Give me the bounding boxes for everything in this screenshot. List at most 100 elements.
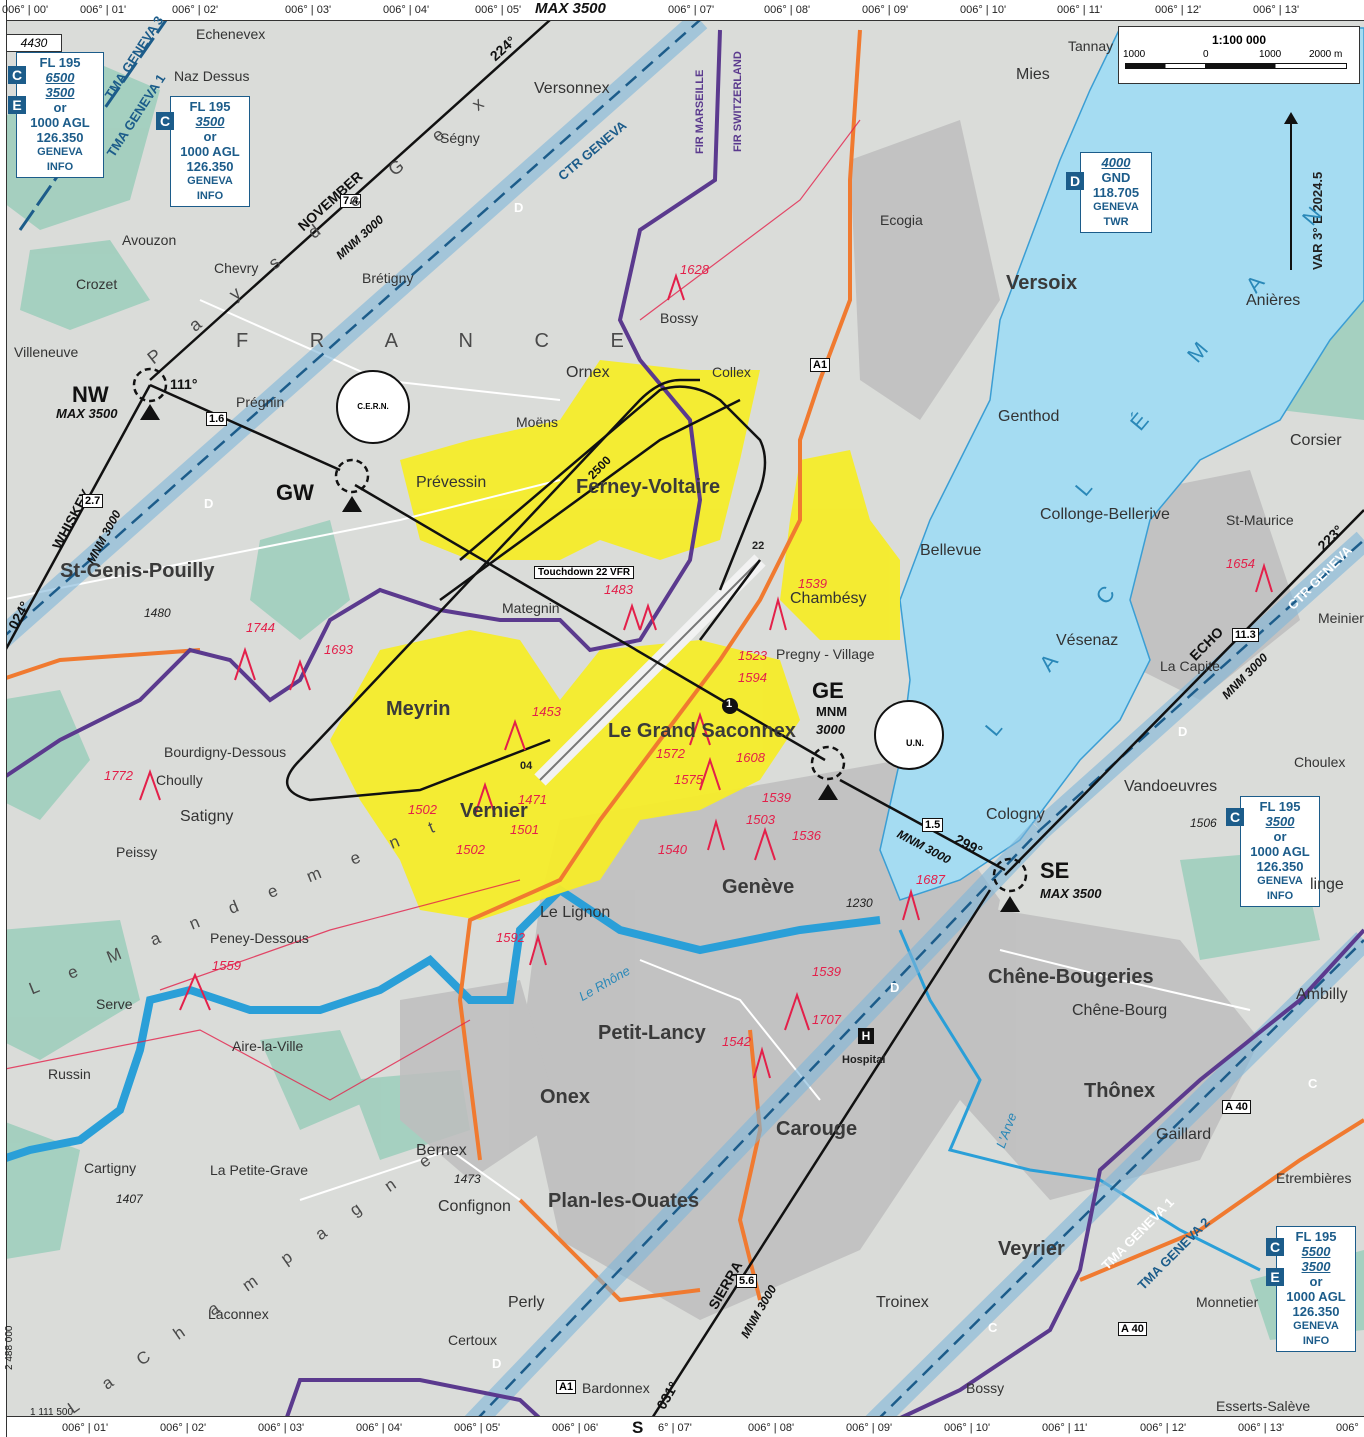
town-label: Vandoeuvres bbox=[1124, 778, 1218, 795]
town-label: Villeneuve bbox=[14, 344, 79, 360]
scale-box: 1:100 000 1000 0 1000 2000 m bbox=[1118, 26, 1360, 84]
town-label: Serve bbox=[96, 996, 133, 1012]
d-label: D bbox=[1178, 724, 1188, 739]
point-1: 1 bbox=[726, 698, 733, 710]
town-label: Satigny bbox=[180, 808, 234, 825]
town-label: Peissy bbox=[116, 844, 158, 860]
obstacle-elev: 1502 bbox=[408, 802, 437, 817]
obstacle-elev: 1687 bbox=[916, 872, 945, 887]
spot-height: 1407 bbox=[116, 1192, 143, 1206]
lon-label: 006° | 11' bbox=[1057, 4, 1103, 16]
town-label: Collonge-Bellerive bbox=[1040, 506, 1170, 523]
town-label: Confignon bbox=[438, 1198, 511, 1215]
town-label: Naz Dessus bbox=[174, 68, 250, 84]
town-label: St-Maurice bbox=[1226, 512, 1294, 528]
town-label: Anières bbox=[1246, 292, 1301, 309]
town-label: Russin bbox=[48, 1066, 91, 1082]
obstacle-elev: 1628 bbox=[680, 262, 709, 277]
town-label: linge bbox=[1310, 876, 1344, 893]
lon-label: 006° | 01' bbox=[80, 4, 127, 16]
top-border bbox=[0, 0, 1364, 21]
rp-gw: GW bbox=[276, 480, 314, 505]
obstacle-elev: 1594 bbox=[738, 670, 767, 685]
fir-border-se bbox=[278, 928, 1364, 1437]
hospital-icon: H bbox=[858, 1028, 874, 1044]
town-label: Pregny - Village bbox=[776, 646, 875, 662]
lon-label: 006° bbox=[1336, 1422, 1359, 1434]
lon-label: 006° | 00' bbox=[2, 4, 49, 16]
un-icon: U.N. bbox=[874, 700, 944, 770]
spot-height: 1230 bbox=[846, 896, 873, 910]
airspace-box-n: FL 195 3500 or 1000 AGL 126.350 GENEVA I… bbox=[170, 96, 250, 207]
town-label: Certoux bbox=[448, 1332, 498, 1348]
town-label: Echenevex bbox=[196, 26, 266, 42]
scale-tick: 1000 bbox=[1123, 49, 1146, 60]
spot-height: 1506 bbox=[1190, 816, 1217, 830]
town-label: Thônex bbox=[1084, 1080, 1156, 1102]
town-label: Genthod bbox=[998, 408, 1060, 425]
town-label: Le Grand Saconnex bbox=[608, 720, 796, 742]
town-label: Mies bbox=[1016, 66, 1050, 83]
lon-label: 006° | 10' bbox=[944, 1422, 991, 1434]
rhone-river bbox=[0, 884, 881, 1164]
lon-label: 006° | 11' bbox=[1042, 1422, 1088, 1434]
touchdown-label: Touchdown 22 VFR bbox=[534, 566, 635, 579]
town-label: Chevry bbox=[214, 260, 259, 276]
chart-ref: 4430 bbox=[6, 34, 62, 52]
road-a40: A 40 bbox=[1118, 1322, 1147, 1336]
reporting-circles bbox=[132, 367, 1028, 893]
rp-s-label: S bbox=[632, 1418, 644, 1437]
road-a1: A1 bbox=[810, 358, 831, 372]
lon-label: 006° | 04' bbox=[383, 4, 430, 16]
town-label: Onex bbox=[540, 1086, 591, 1108]
top-max-label: MAX 3500 bbox=[535, 0, 606, 17]
arve-river bbox=[898, 929, 1261, 1272]
d-label: D bbox=[492, 1356, 502, 1371]
region-france: F R A N C E bbox=[236, 330, 652, 352]
spot-height: 1480 bbox=[144, 606, 171, 620]
airspace-box-e: FL 195 3500 or 1000 AGL 126.350 GENEVA I… bbox=[1240, 796, 1320, 907]
obstacle-elev: 1501 bbox=[510, 822, 539, 837]
obstacle-elev: 1471 bbox=[518, 792, 547, 807]
obstacle-symbols bbox=[139, 272, 1273, 1079]
town-label: Etrembières bbox=[1276, 1170, 1352, 1186]
scale-tick: 1000 bbox=[1259, 49, 1282, 60]
obstacle-elev: 1592 bbox=[496, 930, 525, 945]
scale-tick: 2000 m bbox=[1309, 49, 1343, 60]
town-label: Cartigny bbox=[84, 1160, 137, 1176]
obstacle-elev: 1575 bbox=[674, 772, 703, 787]
town-label: Bourdigny-Dessous bbox=[164, 744, 287, 760]
route-nwgw-hdg: 111° bbox=[170, 376, 198, 392]
obstacle-elev: 1654 bbox=[1226, 556, 1255, 571]
class-badge: E bbox=[1266, 1268, 1284, 1286]
lon-label: 006° | 05' bbox=[454, 1422, 501, 1434]
rwy-22: 22 bbox=[752, 540, 765, 552]
town-label: Ségny bbox=[440, 130, 480, 146]
town-label: Brétigny bbox=[362, 270, 414, 286]
route-nwgw-dist: 1.6 bbox=[206, 412, 228, 426]
circuit bbox=[285, 385, 767, 802]
town-label: Ornex bbox=[566, 364, 610, 381]
lon-label: 006° | 09' bbox=[862, 4, 909, 16]
scale-tick: 0 bbox=[1203, 49, 1209, 60]
reporting-triangles bbox=[140, 404, 1020, 912]
lon-label: 006° | 04' bbox=[356, 1422, 403, 1434]
town-label: Bossy bbox=[660, 310, 699, 326]
obstacle-elev: 1539 bbox=[762, 790, 791, 805]
c-label: C bbox=[1308, 1076, 1318, 1091]
lon-label: 006° | 07' bbox=[668, 4, 715, 16]
town-label: Versoix bbox=[1006, 272, 1078, 294]
left-border bbox=[0, 0, 7, 1437]
rp-se: SE bbox=[1040, 858, 1070, 883]
red-boundaries bbox=[0, 119, 861, 1101]
town-label: Plan-les-Ouates bbox=[548, 1190, 700, 1212]
town-label: Choulex bbox=[1294, 754, 1346, 770]
obstacle-elev: 1539 bbox=[812, 964, 841, 979]
town-label: Laconnex bbox=[208, 1306, 269, 1322]
town-label: Moëns bbox=[516, 414, 559, 430]
obstacle-elev: 1559 bbox=[212, 958, 241, 973]
town-label: Perly bbox=[508, 1294, 545, 1311]
rp-ge-alt: 3000 bbox=[816, 722, 845, 737]
